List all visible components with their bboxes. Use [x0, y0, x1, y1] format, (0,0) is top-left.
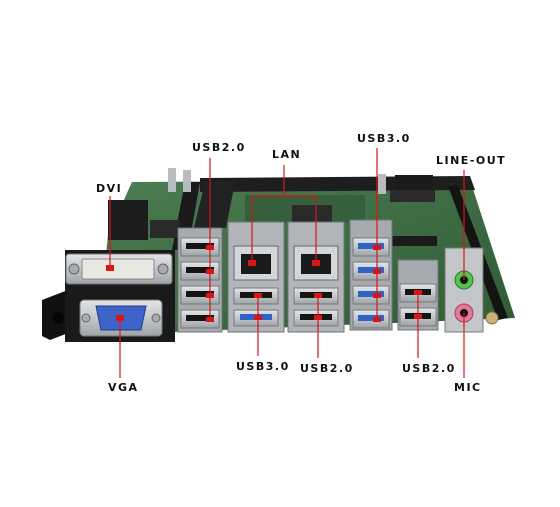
label-vga: VGA	[108, 381, 139, 394]
label-line-out: LINE-OUT	[436, 154, 507, 167]
standoff	[183, 170, 191, 192]
dc-jack-hole	[52, 312, 64, 324]
label-mic: MIC	[454, 381, 482, 394]
dvi-screw-right	[157, 263, 169, 275]
vga-screw-left	[81, 313, 91, 323]
callout-lines	[106, 148, 465, 378]
usb30-stack-ports	[352, 237, 390, 329]
left-header	[108, 200, 148, 240]
pcb-edge	[200, 176, 475, 192]
label-dvi: DVI	[96, 182, 123, 195]
standoff	[168, 168, 176, 192]
left-component	[150, 220, 180, 238]
label-usb20-bottom-mid: USB2.0	[300, 362, 354, 375]
header-block	[390, 190, 435, 202]
m2-slot	[392, 236, 437, 246]
label-usb30-top: USB3.0	[357, 132, 411, 145]
chip	[292, 205, 332, 225]
vga-screw-right	[151, 313, 161, 323]
label-usb30-bottom: USB3.0	[236, 360, 290, 373]
standoff	[378, 174, 386, 194]
label-lan: LAN	[272, 148, 302, 161]
label-usb20-bottom-right: USB2.0	[402, 362, 456, 375]
dvi-socket	[81, 258, 155, 280]
header-block	[395, 175, 433, 189]
dvi-screw-left	[68, 263, 80, 275]
label-usb20-top: USB2.0	[192, 141, 246, 154]
mount-hole	[485, 311, 499, 325]
memory-slot	[194, 182, 235, 228]
